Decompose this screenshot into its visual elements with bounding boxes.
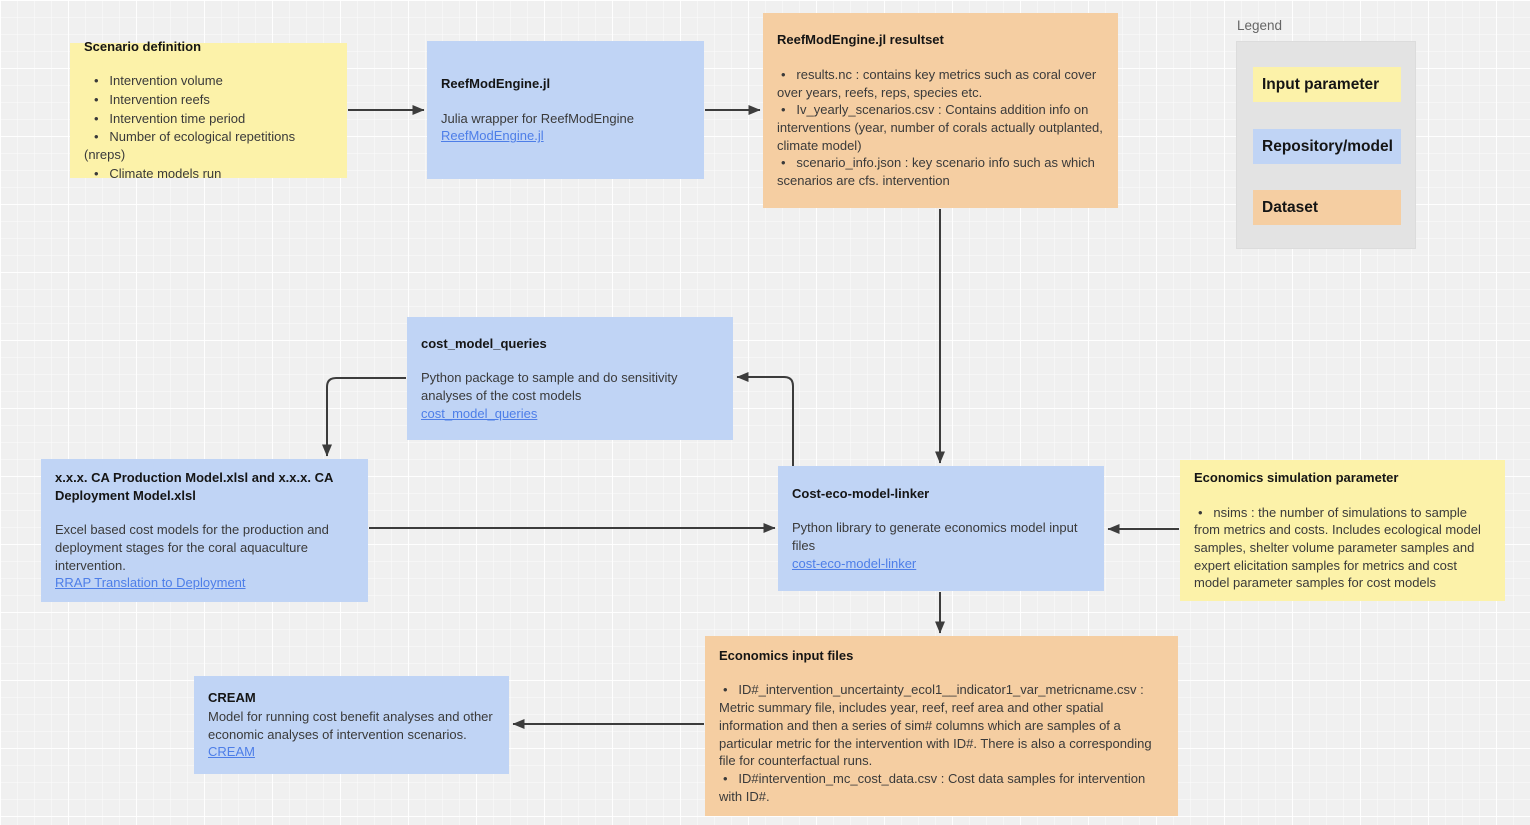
bullet-item: Intervention volume xyxy=(84,72,333,90)
cost-model-queries-repo-link[interactable]: cost_model_queries xyxy=(421,405,538,421)
bullet-item: Intervention time period xyxy=(84,110,333,128)
bullet-list: results.nc : contains key metrics such a… xyxy=(777,66,1104,190)
cream-repo-link[interactable]: CREAM xyxy=(208,744,255,760)
node-cost-eco-model-linker[interactable]: Cost-eco-model-linker Python library to … xyxy=(778,466,1104,591)
bullet-list: ID#_intervention_uncertainty_ecol1__indi… xyxy=(719,681,1164,805)
node-title: CREAM xyxy=(208,690,256,706)
bullet-item: Iv_yearly_scenarios.csv : Contains addit… xyxy=(777,101,1104,154)
bullet-item: Climate models run xyxy=(84,165,333,183)
legend-label: Repository/model xyxy=(1262,137,1393,155)
node-description: Julia wrapper for ReefModEngine xyxy=(441,110,634,126)
bullet-item: scenario_info.json : key scenario info s… xyxy=(777,154,1104,189)
node-title: Economics input files xyxy=(719,647,854,663)
bullet-item: nsims : the number of simulations to sam… xyxy=(1194,504,1491,592)
legend-swatch-input-parameter[interactable]: Input parameter xyxy=(1253,67,1401,102)
bullet-list: Intervention volume Intervention reefs I… xyxy=(84,72,333,183)
node-reefmodengine-resultset[interactable]: ReefModEngine.jl resultset results.nc : … xyxy=(763,13,1118,208)
node-economics-simulation-parameter[interactable]: Economics simulation parameter nsims : t… xyxy=(1180,460,1505,601)
node-title: cost_model_queries xyxy=(421,335,547,351)
legend-swatch-repository-model[interactable]: Repository/model xyxy=(1253,129,1401,164)
legend-label: Input parameter xyxy=(1262,75,1380,93)
node-reefmodengine[interactable]: ReefModEngine.jl Julia wrapper for ReefM… xyxy=(427,41,704,179)
rrap-translation-link[interactable]: RRAP Translation to Deployment xyxy=(55,575,246,591)
node-scenario-definition[interactable]: Scenario definition Intervention volume … xyxy=(70,39,347,181)
node-title: Scenario definition xyxy=(84,38,202,54)
node-cream[interactable]: CREAM Model for running cost benefit ana… xyxy=(194,676,509,774)
node-description: Python library to generate economics mod… xyxy=(792,520,1078,553)
node-description: Python package to sample and do sensitiv… xyxy=(421,370,678,403)
legend-swatch-dataset[interactable]: Dataset xyxy=(1253,190,1401,225)
bullet-item: results.nc : contains key metrics such a… xyxy=(777,66,1104,101)
arrow-linker-to-cost_model_queries[interactable] xyxy=(736,372,794,466)
legend-title: Legend xyxy=(1237,18,1283,33)
cost-eco-model-linker-repo-link[interactable]: cost-eco-model-linker xyxy=(792,555,917,571)
node-ca-cost-models[interactable]: x.x.x. CA Production Model.xlsl and x.x.… xyxy=(41,459,368,602)
arrow-cost_model_queries-to-ca_models[interactable] xyxy=(322,377,406,457)
node-description: Model for running cost benefit analyses … xyxy=(208,708,493,742)
node-title: ReefModEngine.jl resultset xyxy=(777,32,944,48)
node-description: Excel based cost models for the producti… xyxy=(55,522,329,573)
node-title: x.x.x. CA Production Model.xlsl and x.x.… xyxy=(55,469,333,503)
bullet-item: Intervention reefs xyxy=(84,91,333,109)
reefmodengine-repo-link[interactable]: ReefModEngine.jl xyxy=(441,128,544,144)
bullet-list: nsims : the number of simulations to sam… xyxy=(1194,504,1491,592)
node-title: Cost-eco-model-linker xyxy=(792,485,930,501)
bullet-item: ID#_intervention_uncertainty_ecol1__indi… xyxy=(719,681,1164,769)
node-cost-model-queries[interactable]: cost_model_queries Python package to sam… xyxy=(407,317,733,440)
bullet-item: ID#intervention_mc_cost_data.csv : Cost … xyxy=(719,770,1164,805)
legend-panel[interactable]: Input parameter Repository/model Dataset xyxy=(1236,41,1416,249)
node-economics-input-files[interactable]: Economics input files ID#_intervention_u… xyxy=(705,636,1178,816)
legend-label: Dataset xyxy=(1262,198,1318,216)
node-title: Economics simulation parameter xyxy=(1194,469,1399,485)
bullet-item: Number of ecological repetitions (nreps) xyxy=(84,128,333,163)
node-title: ReefModEngine.jl xyxy=(441,75,551,91)
